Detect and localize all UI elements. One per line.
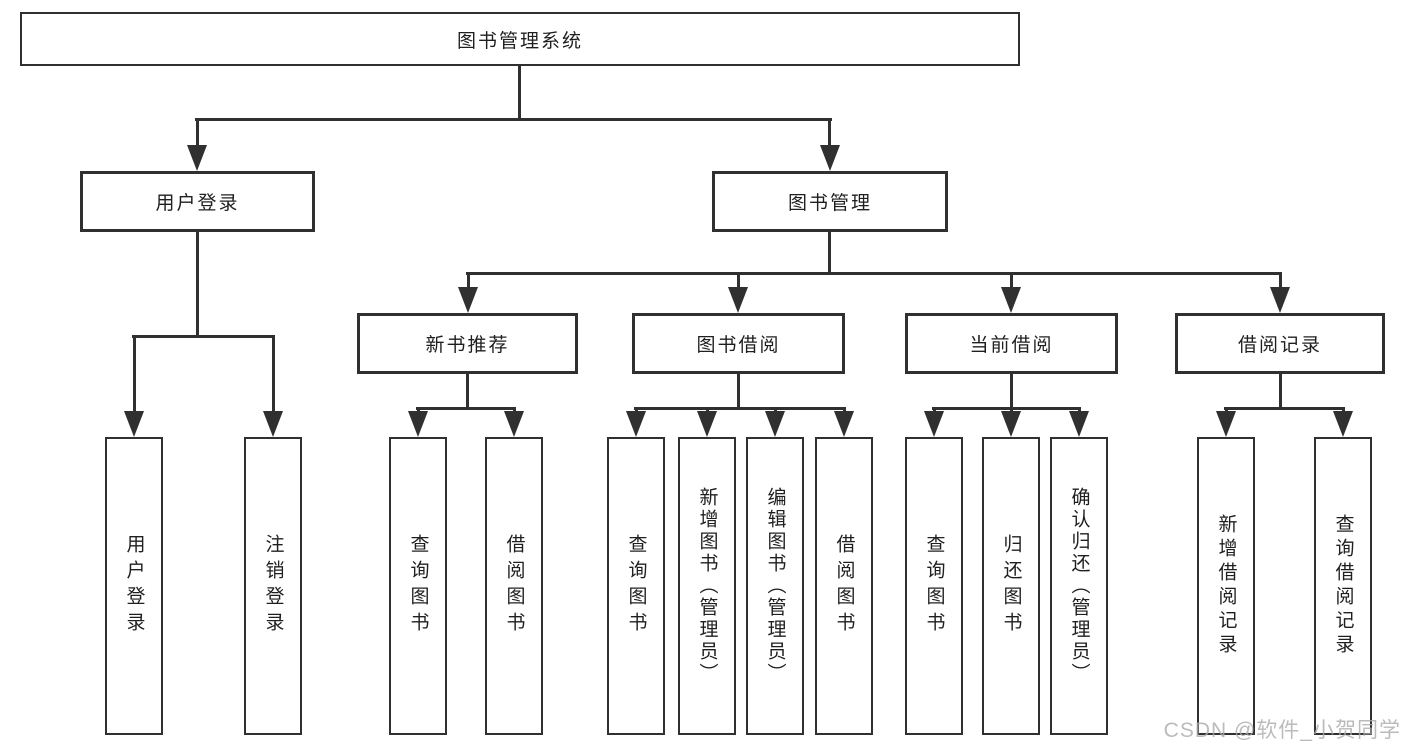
arrowhead-icon bbox=[1216, 411, 1236, 437]
node-borrow-record-label: 借阅记录 bbox=[1237, 335, 1322, 356]
node-book-borrow-label: 图书借阅 bbox=[696, 335, 781, 356]
connector-vline bbox=[196, 232, 199, 338]
leaf-nb-query-book: 查询图书 bbox=[389, 437, 447, 735]
leaf-nb-borrow-book: 借阅图书 bbox=[485, 437, 543, 735]
leaf-bb-query-book-label: 查询图书 bbox=[625, 534, 647, 638]
connector-hline bbox=[466, 272, 1282, 275]
leaf-cb-confirm-return-label: 确认归还（管理员） bbox=[1068, 487, 1090, 685]
connector-hline bbox=[634, 407, 846, 410]
arrowhead-icon bbox=[1001, 287, 1021, 313]
connector-hline bbox=[195, 118, 832, 121]
arrowhead-icon bbox=[504, 411, 524, 437]
node-current-borrow-label: 当前借阅 bbox=[969, 335, 1054, 356]
node-new-book-label: 新书推荐 bbox=[425, 335, 510, 356]
connector-hline bbox=[932, 407, 1081, 410]
arrowhead-icon bbox=[408, 411, 428, 437]
leaf-user-login: 用户登录 bbox=[105, 437, 163, 735]
leaf-cb-query-book: 查询图书 bbox=[905, 437, 963, 735]
node-book-borrow: 图书借阅 bbox=[632, 313, 845, 374]
leaf-br-query-record-label: 查询借阅记录 bbox=[1332, 514, 1354, 658]
arrowhead-icon bbox=[820, 145, 840, 171]
leaf-bb-borrow-book-label: 借阅图书 bbox=[833, 534, 855, 638]
connector-vline bbox=[828, 232, 831, 275]
arrowhead-icon bbox=[1333, 411, 1353, 437]
node-borrow-record: 借阅记录 bbox=[1175, 313, 1385, 374]
arrowhead-icon bbox=[1001, 411, 1021, 437]
connector-vline bbox=[518, 64, 521, 120]
connector-vline bbox=[467, 272, 470, 292]
connector-vline bbox=[737, 272, 740, 292]
arrowhead-icon bbox=[924, 411, 944, 437]
leaf-bb-borrow-book: 借阅图书 bbox=[815, 437, 873, 735]
node-user-login: 用户登录 bbox=[80, 171, 315, 232]
arrowhead-icon bbox=[626, 411, 646, 437]
connector-vline bbox=[466, 374, 469, 410]
leaf-cb-return-book: 归还图书 bbox=[982, 437, 1040, 735]
connector-vline bbox=[1010, 272, 1013, 292]
leaf-cb-return-book-label: 归还图书 bbox=[1000, 534, 1022, 638]
leaf-cb-query-book-label: 查询图书 bbox=[923, 534, 945, 638]
node-current-borrow: 当前借阅 bbox=[905, 313, 1118, 374]
leaf-logout-login-label: 注销登录 bbox=[262, 534, 284, 638]
connector-vline bbox=[272, 335, 275, 415]
node-book-mgmt-label: 图书管理 bbox=[787, 193, 872, 214]
connector-vline bbox=[1279, 272, 1282, 292]
connector-vline bbox=[737, 374, 740, 410]
leaf-user-login-label: 用户登录 bbox=[123, 534, 145, 638]
leaf-br-add-record-label: 新增借阅记录 bbox=[1215, 514, 1237, 658]
connector-hline bbox=[1224, 407, 1345, 410]
arrowhead-icon bbox=[834, 411, 854, 437]
node-book-mgmt: 图书管理 bbox=[712, 171, 948, 232]
leaf-cb-confirm-return: 确认归还（管理员） bbox=[1050, 437, 1108, 735]
arrowhead-icon bbox=[1069, 411, 1089, 437]
connector-hline bbox=[132, 335, 275, 338]
arrowhead-icon bbox=[458, 287, 478, 313]
connector-vline bbox=[1010, 374, 1013, 410]
csdn-watermark: CSDN @软件_小贺同学 bbox=[1163, 719, 1401, 742]
leaf-br-add-record: 新增借阅记录 bbox=[1197, 437, 1255, 735]
arrowhead-icon bbox=[187, 145, 207, 171]
connector-vline bbox=[828, 118, 831, 150]
connector-vline bbox=[133, 335, 136, 415]
leaf-bb-edit-book-label: 编辑图书（管理员） bbox=[764, 487, 786, 685]
leaf-bb-add-book: 新增图书（管理员） bbox=[678, 437, 736, 735]
arrowhead-icon bbox=[697, 411, 717, 437]
node-user-login-label: 用户登录 bbox=[155, 193, 240, 214]
connector-hline bbox=[416, 407, 516, 410]
leaf-bb-add-book-label: 新增图书（管理员） bbox=[696, 487, 718, 685]
leaf-nb-borrow-book-label: 借阅图书 bbox=[503, 534, 525, 638]
node-new-book: 新书推荐 bbox=[357, 313, 578, 374]
leaf-logout-login: 注销登录 bbox=[244, 437, 302, 735]
node-root: 图书管理系统 bbox=[20, 12, 1020, 66]
node-root-label: 图书管理系统 bbox=[456, 30, 583, 52]
leaf-bb-edit-book: 编辑图书（管理员） bbox=[746, 437, 804, 735]
arrowhead-icon bbox=[124, 411, 144, 437]
connector-vline bbox=[196, 118, 199, 150]
leaf-nb-query-book-label: 查询图书 bbox=[407, 534, 429, 638]
arrowhead-icon bbox=[728, 287, 748, 313]
leaf-br-query-record: 查询借阅记录 bbox=[1314, 437, 1372, 735]
arrowhead-icon bbox=[263, 411, 283, 437]
leaf-bb-query-book: 查询图书 bbox=[607, 437, 665, 735]
arrowhead-icon bbox=[1270, 287, 1290, 313]
connector-vline bbox=[1279, 374, 1282, 410]
arrowhead-icon bbox=[765, 411, 785, 437]
